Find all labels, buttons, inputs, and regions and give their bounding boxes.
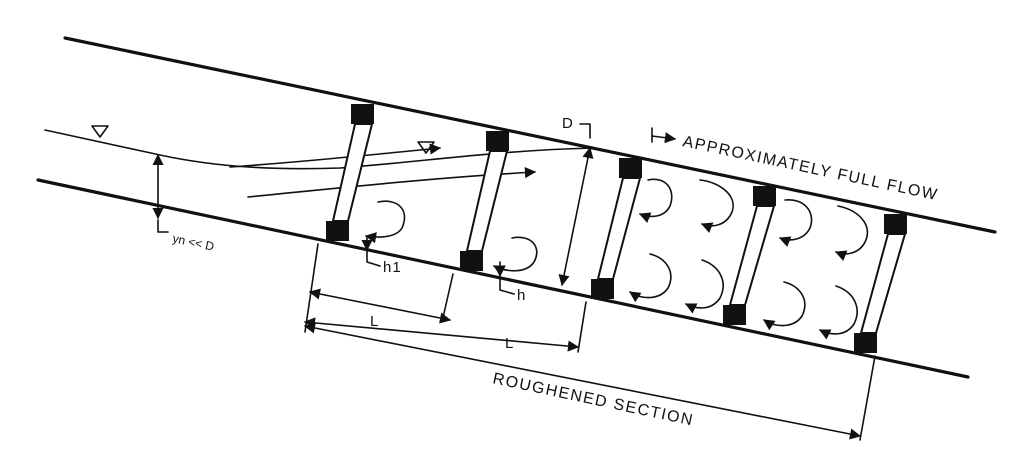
- roughness-ring-3: [591, 158, 642, 299]
- eddy-arrow: [699, 179, 734, 233]
- roughness-ring-2: [460, 131, 509, 271]
- culvert-bottom-wall: [36, 178, 970, 379]
- water-surface-icon: [91, 125, 109, 138]
- roughness-height-label-1: h1: [383, 259, 402, 276]
- spacing-extension: [441, 273, 454, 323]
- eddy-arrow: [684, 259, 724, 314]
- roughness-ring-5: [854, 214, 907, 353]
- eddy-arrow: [778, 199, 813, 247]
- roughened-section-dimension: [303, 322, 862, 440]
- eddy-arrow: [492, 236, 538, 276]
- spacing-extension: [304, 243, 319, 333]
- diameter-leader: [579, 123, 591, 139]
- spacing-label-2: L: [505, 335, 514, 352]
- eddy-arrow: [818, 285, 858, 340]
- eddy-arrow: [629, 253, 672, 303]
- roughness-height-leader-2: [499, 275, 515, 295]
- eddy-arrow: [364, 200, 406, 244]
- flow-streamline: [229, 143, 442, 168]
- spacing-extension: [577, 301, 587, 353]
- eddy-arrow: [638, 178, 673, 223]
- roughness-height-leader-1: [366, 249, 381, 267]
- roughness-ring-4: [723, 186, 776, 325]
- normal-depth-label: yn << D: [171, 231, 215, 254]
- roughened-extension: [859, 355, 876, 441]
- roughened-section-label: ROUGHENED SECTION: [491, 370, 695, 429]
- full-flow-arrow: [651, 132, 677, 144]
- roughness-ring-1: [326, 104, 374, 241]
- eddy-arrow: [834, 205, 869, 261]
- eddy-arrow: [763, 281, 806, 331]
- water-surface-icon: [417, 141, 435, 154]
- spacing-dimension-1: [308, 288, 452, 324]
- water-surface-line: [44, 129, 596, 170]
- roughness-height-label-2: h: [517, 287, 526, 304]
- diameter-label: D: [562, 115, 574, 132]
- normal-depth-leader: [157, 219, 169, 233]
- culvert-top-wall: [63, 36, 997, 234]
- diameter-dimension: [558, 146, 594, 287]
